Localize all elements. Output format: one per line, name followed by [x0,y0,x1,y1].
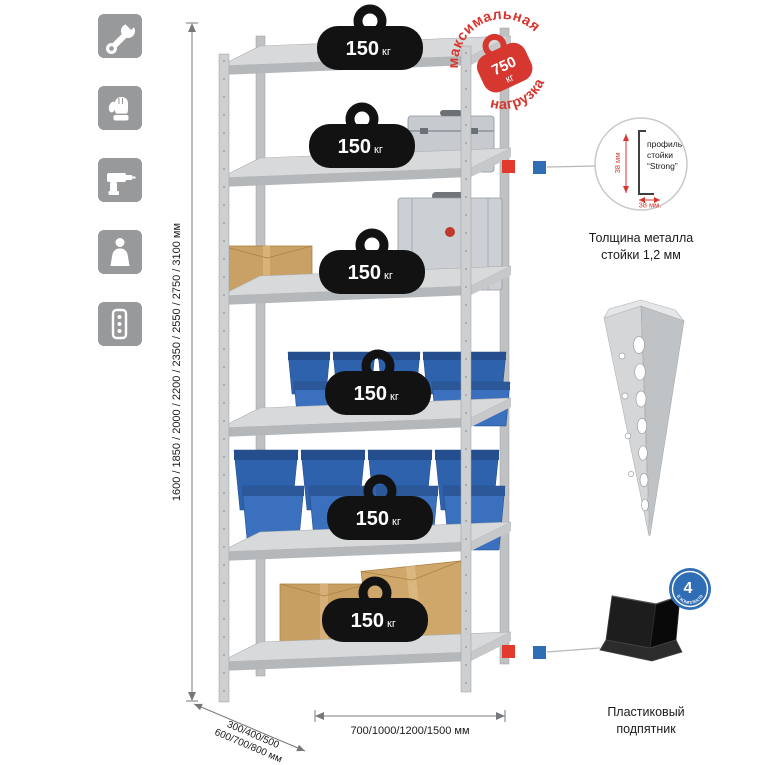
height-dimension: 1600 / 1850 / 2000 / 2200 / 2350 / 2550 … [171,22,198,702]
depth-dimension: 300/400/500 600/700/800 мм [193,703,306,765]
plastic-foot-image [599,595,683,662]
post-icon [98,302,142,346]
angle-post-image [603,299,685,537]
drill-icon [98,158,142,202]
load-unit: кг [392,516,401,528]
callout-top [502,160,597,174]
load-value: 150 [354,383,387,405]
load-unit: кг [390,391,399,403]
callout-square-red [502,160,515,173]
profile-caption-line1: Толщина металла [589,231,693,245]
profile-detail: 38 мм 38 мм. профиль стойки “Strong” Тол… [589,117,693,262]
gloves-icon [98,86,142,130]
rack-post-front-left [218,53,230,703]
callout-square-red [502,645,515,658]
load-value: 150 [346,38,379,60]
width-dimension-label: 700/1000/1200/1500 мм [350,725,469,737]
shelving-rack: 150 кг 150 кг [218,4,512,703]
shelf-level-6 [219,631,512,671]
profile-label-line3: “Strong” [647,161,678,171]
weight-badge: 150 кг [319,228,425,294]
profile-drawing [638,130,654,195]
profile-dim-vertical: 38 мм [613,153,622,174]
weight-badge: 150 кг [322,576,428,642]
foot-caption-line2: подпятник [616,722,676,736]
person-glyph [110,238,130,266]
load-unit: кг [384,270,393,282]
profile-label-line2: стойки [647,150,673,160]
kit-badge-value: 4 [684,580,693,597]
wrench-glyph [106,17,138,54]
load-value: 150 [348,262,381,284]
profile-label-line1: профиль [647,139,683,149]
stamp-weight-body [476,42,533,93]
profile-dim-horizontal: 38 мм. [639,201,662,210]
rack-post-front-right [460,45,472,693]
load-value: 150 [356,508,389,530]
callout-square-blue [533,646,546,659]
load-unit: кг [387,618,396,630]
kit-badge: 4 в комплекте [669,568,711,610]
weight-badge: 150 кг [327,474,433,540]
callout-square-blue [533,161,546,174]
post-glyph [111,308,128,340]
rack-post-back-left [255,35,266,677]
drill-glyph [107,173,136,195]
foot-caption-line1: Пластиковый [607,705,684,719]
wrench-icon [98,14,142,58]
weight-badge: 150 кг [325,349,431,415]
load-unit: кг [374,144,383,156]
width-dimension: 700/1000/1200/1500 мм [314,710,506,737]
load-unit: кг [382,46,391,58]
height-dimension-label: 1600 / 1850 / 2000 / 2200 / 2350 / 2550 … [171,223,183,501]
person-icon [98,230,142,274]
load-value: 150 [351,610,384,632]
profile-caption-line2: стойки 1,2 мм [601,248,681,262]
gloves-glyph [108,97,129,121]
rack-post-back-right [499,27,510,665]
weight-badge: 150 кг [317,4,423,70]
callout-bottom [502,645,601,659]
weight-badge: 150 кг [309,102,415,168]
load-value: 150 [338,136,371,158]
